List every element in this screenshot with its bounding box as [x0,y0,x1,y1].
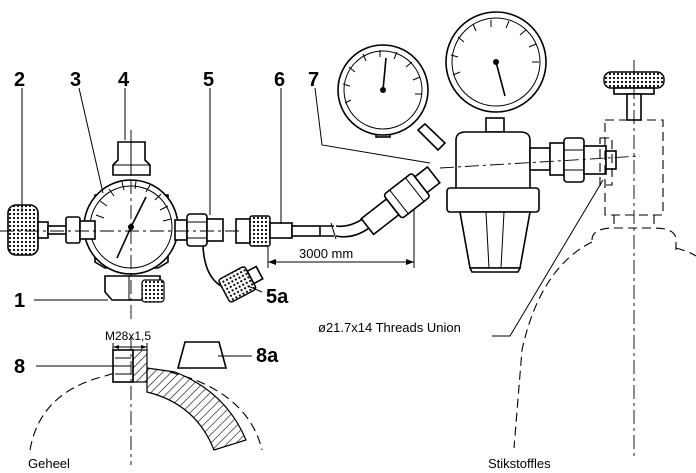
tapered-plug [176,341,228,369]
caption-left: Geheel [28,456,70,471]
callout-8a: 8a [256,345,279,367]
callout-3: 3 [70,69,81,91]
hose-length-dimension [267,200,415,268]
union-thread-label: ø21.7x14 Threads Union [318,320,461,335]
callout-8: 8 [14,356,25,378]
callout-7: 7 [308,69,319,91]
right-regulator [337,11,641,273]
callout-1: 1 [14,290,25,312]
left-regulator [0,130,321,320]
caption-right: Stikstoffles [488,456,551,471]
callout-6: 6 [274,69,285,91]
callout-5a: 5a [266,286,289,308]
callout-2: 2 [14,69,25,91]
callout-4: 4 [118,69,130,91]
thread-size-label: M28x1,5 [105,329,151,343]
right-cylinder [513,60,696,460]
callout-5: 5 [203,69,214,91]
left-gauge-ticks [95,180,172,222]
left-cylinder [29,336,263,465]
leader-lines [21,87,604,367]
hose-length-label: 3000 mm [299,246,353,261]
